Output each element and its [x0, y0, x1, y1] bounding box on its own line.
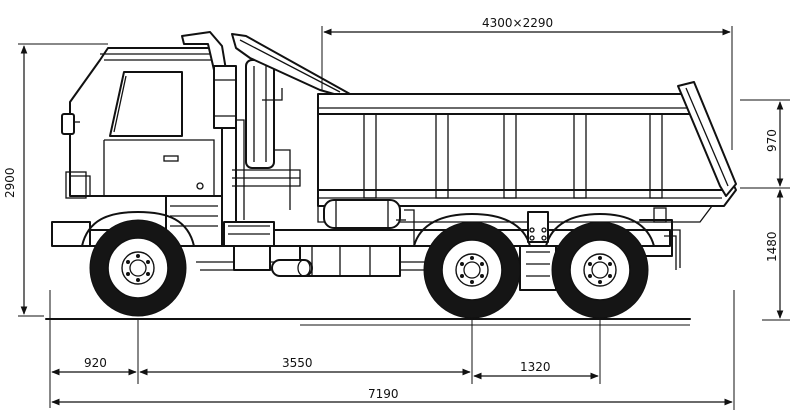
label-wheelbase: 3550 — [282, 356, 313, 370]
dim-front-overhang: 920 — [51, 356, 137, 376]
dim-rear-axle-spacing: 1320 — [473, 360, 599, 380]
spare-wheel — [245, 59, 291, 210]
dim-floor-height: 1480 — [762, 189, 790, 321]
label-rear-axle-spacing: 1320 — [520, 360, 551, 374]
label-front-overhang: 920 — [84, 356, 107, 370]
dimension-annotations: 4300×2290 2900 970 1480 — [3, 16, 790, 410]
truck — [51, 31, 737, 319]
chassis-equipment — [223, 199, 677, 291]
front-wheel — [81, 211, 195, 317]
exhaust-stack — [181, 31, 237, 129]
dim-body-size: 4300×2290 — [321, 16, 733, 150]
label-body-size: 4300×2290 — [482, 16, 553, 30]
rear-wheel-1 — [413, 213, 531, 319]
dim-total-height: 2900 — [3, 43, 108, 317]
label-floor-height: 1480 — [765, 231, 779, 262]
label-side-wall: 970 — [765, 129, 779, 152]
dim-total-length: 7190 — [51, 387, 733, 406]
dim-side-wall: 970 — [740, 99, 790, 189]
dump-body — [231, 33, 737, 223]
rear-wheel-2 — [545, 213, 655, 319]
label-total-length: 7190 — [368, 387, 399, 401]
dim-wheelbase: 3550 — [139, 356, 471, 376]
label-total-height: 2900 — [3, 167, 17, 198]
